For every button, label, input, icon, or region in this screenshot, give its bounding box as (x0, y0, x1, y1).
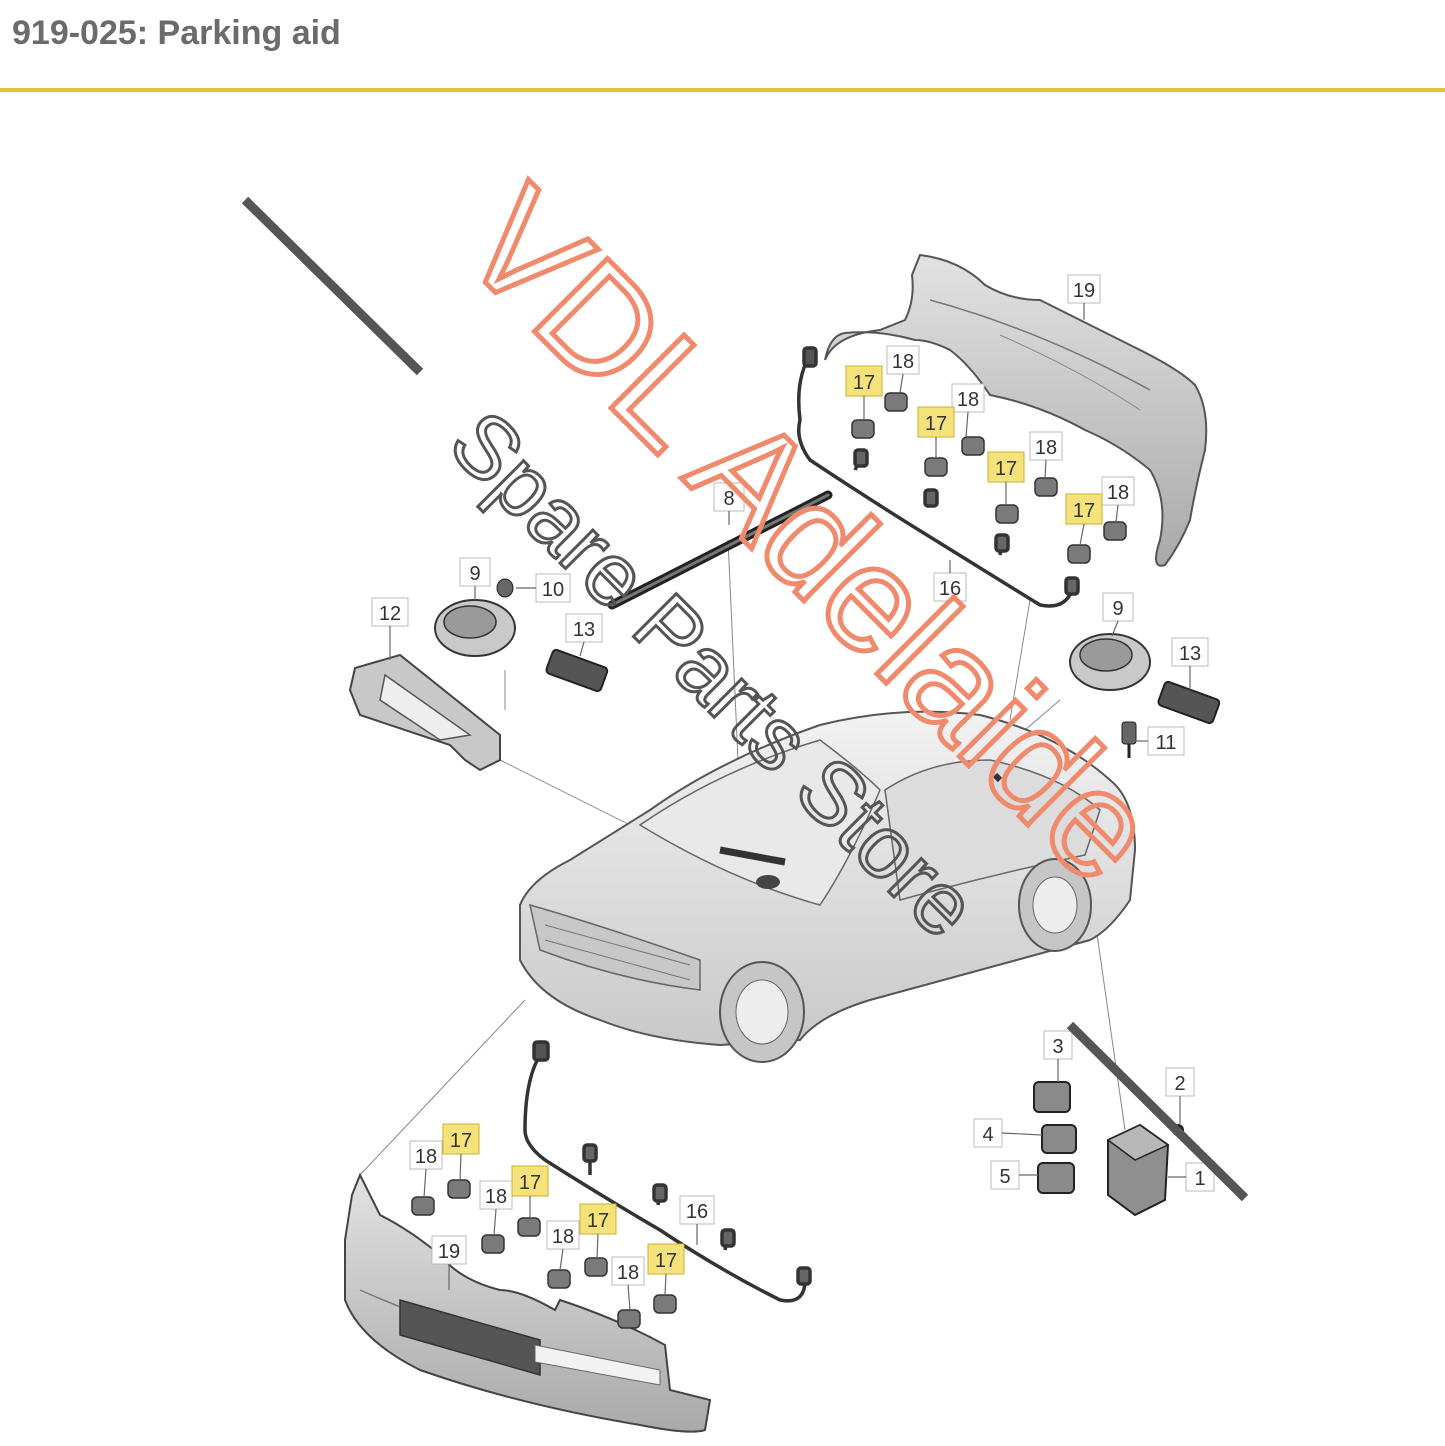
watermark-rule-left (241, 196, 424, 376)
callout-17: 17 (925, 413, 947, 435)
callout-2: 2 (1174, 1073, 1185, 1095)
watermark-rule-right (1066, 1021, 1249, 1202)
callout-18: 18 (485, 1186, 507, 1208)
header-bar: 919-025: Parking aid (0, 0, 1445, 92)
callout-10: 10 (542, 579, 564, 601)
callout-18: 18 (892, 351, 914, 373)
warning-buzzer-left (434, 578, 609, 693)
callout-4: 4 (982, 1124, 993, 1146)
callout-13: 13 (1179, 643, 1201, 665)
callout-17: 17 (587, 1210, 609, 1232)
callout-18: 18 (1107, 482, 1129, 504)
callout-13: 13 (573, 619, 595, 641)
callout-17: 17 (519, 1172, 541, 1194)
control-unit (1033, 1081, 1184, 1217)
aerial-strip (607, 490, 833, 610)
callout-18: 18 (957, 389, 979, 411)
callout-9: 9 (469, 563, 480, 585)
callout-18: 18 (552, 1226, 574, 1248)
callout-17: 17 (450, 1130, 472, 1152)
callout-5: 5 (999, 1166, 1010, 1188)
callout-17: 17 (1073, 500, 1095, 522)
front-parking-sensors (411, 1179, 677, 1329)
rear-wiring-harness (797, 346, 1080, 608)
header-divider (0, 88, 1445, 92)
callout-16: 16 (939, 578, 961, 600)
rear-bumper (824, 253, 1208, 567)
bracket (348, 653, 501, 772)
callout-12: 12 (379, 603, 401, 625)
callout-8: 8 (723, 488, 734, 510)
rear-parking-sensors (851, 392, 1127, 564)
vehicle (519, 710, 1137, 1063)
callout-19: 19 (438, 1241, 460, 1263)
parts-diagram: 19 18 17 18 17 18 17 18 17 8 16 9 10 12 … (241, 153, 1249, 1433)
front-bumper (344, 1172, 712, 1433)
callout-18: 18 (617, 1262, 639, 1284)
page-title: 919-025: Parking aid (12, 14, 341, 52)
callout-11: 11 (1156, 732, 1177, 754)
callout-19: 19 (1073, 280, 1095, 302)
callout-18: 18 (1035, 437, 1057, 459)
callout-17: 17 (655, 1250, 677, 1272)
callout-1: 1 (1194, 1168, 1205, 1190)
callout-9: 9 (1112, 598, 1123, 620)
callout-labels: 19 18 17 18 17 18 17 18 17 8 16 9 10 12 … (371, 274, 1215, 1311)
callout-3: 3 (1052, 1036, 1063, 1058)
warning-buzzer-right (1069, 633, 1221, 758)
callout-17: 17 (995, 458, 1017, 480)
callout-18: 18 (415, 1146, 437, 1168)
callout-16: 16 (686, 1201, 708, 1223)
callout-17: 17 (853, 372, 875, 394)
